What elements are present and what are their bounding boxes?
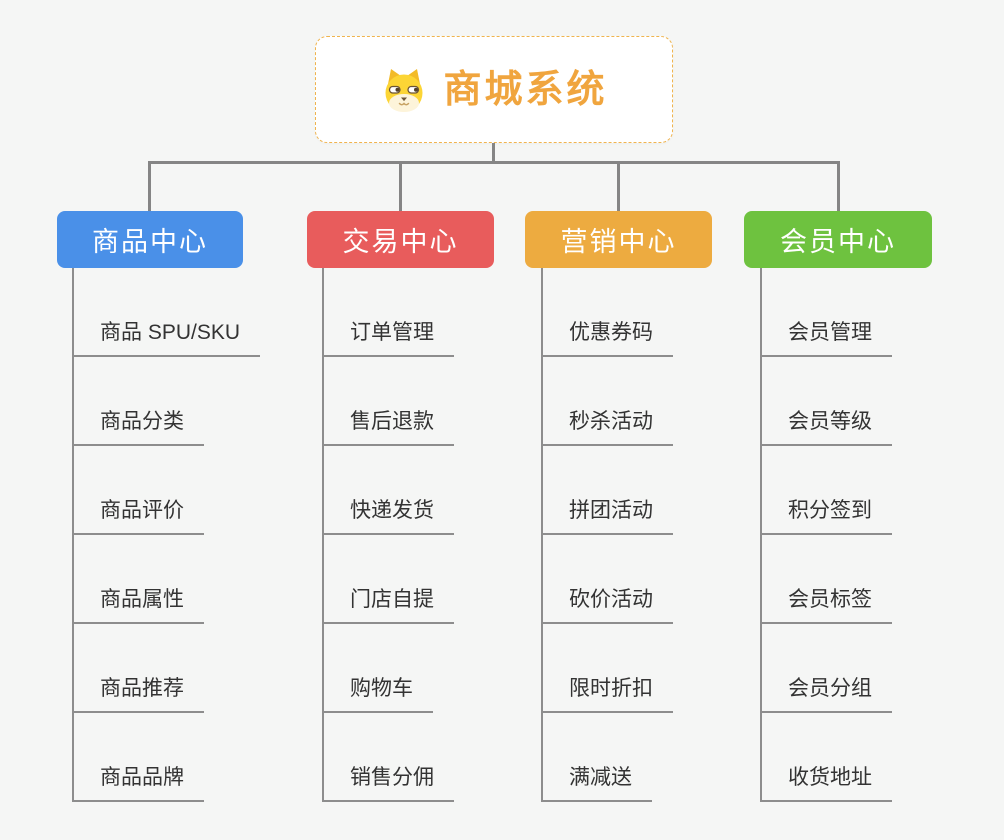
leaf-row: 优惠券码: [541, 268, 673, 357]
leaf-node[interactable]: 优惠券码: [541, 319, 673, 357]
leaf-node[interactable]: 商品属性: [72, 586, 204, 624]
leaf-row: 门店自提: [322, 535, 454, 624]
leaf-row: 收货地址: [760, 713, 892, 802]
leaf-row: 商品评价: [72, 446, 260, 535]
leaf-node[interactable]: 砍价活动: [541, 586, 673, 624]
leaf-column-trade: 订单管理 售后退款 快递发货 门店自提 购物车 销售分佣: [322, 268, 454, 802]
connector-branch-stub: [399, 161, 402, 211]
leaf-row: 砍价活动: [541, 535, 673, 624]
leaf-row: 快递发货: [322, 446, 454, 535]
branch-label: 会员中心: [780, 227, 896, 257]
leaf-row: 会员管理: [760, 268, 892, 357]
leaf-node[interactable]: 会员管理: [760, 319, 892, 357]
branch-label: 营销中心: [560, 227, 677, 257]
root-title: 商城系统: [443, 68, 608, 111]
leaf-node[interactable]: 会员等级: [760, 408, 892, 446]
leaf-node[interactable]: 会员标签: [760, 586, 892, 624]
leaf-row: 会员等级: [760, 357, 892, 446]
leaf-row: 订单管理: [322, 268, 454, 357]
branch-node-trade-center[interactable]: 交易中心: [307, 211, 494, 268]
connector-branch-stub: [837, 161, 840, 211]
branch-label: 商品中心: [92, 227, 208, 257]
leaf-row: 限时折扣: [541, 624, 673, 713]
leaf-node[interactable]: 商品品牌: [72, 764, 204, 802]
leaf-node[interactable]: 收货地址: [760, 764, 892, 802]
leaf-row: 会员标签: [760, 535, 892, 624]
leaf-node[interactable]: 销售分佣: [322, 764, 454, 802]
leaf-node[interactable]: 满减送: [541, 764, 652, 802]
branch-node-product-center[interactable]: 商品中心: [57, 211, 243, 268]
leaf-column-marketing: 优惠券码 秒杀活动 拼团活动 砍价活动 限时折扣 满减送: [541, 268, 673, 802]
leaf-node[interactable]: 积分签到: [760, 497, 892, 535]
leaf-column-member: 会员管理 会员等级 积分签到 会员标签 会员分组 收货地址: [760, 268, 892, 802]
leaf-node[interactable]: 售后退款: [322, 408, 454, 446]
leaf-row: 商品 SPU/SKU: [72, 268, 261, 357]
leaf-node[interactable]: 秒杀活动: [541, 408, 673, 446]
dog-logo-icon: [385, 68, 423, 112]
leaf-node[interactable]: 快递发货: [322, 497, 454, 535]
connector-leaf-vline: [760, 268, 762, 802]
leaf-node[interactable]: 商品分类: [72, 408, 204, 446]
leaf-node[interactable]: 订单管理: [322, 319, 454, 357]
leaf-row: 商品属性: [72, 535, 260, 624]
leaf-row: 商品分类: [72, 357, 260, 446]
leaf-node[interactable]: 商品 SPU/SKU: [72, 319, 261, 357]
leaf-row: 购物车: [322, 624, 454, 713]
connector-horizontal-bar: [149, 161, 839, 164]
leaf-row: 积分签到: [760, 446, 892, 535]
connector-branch-stub: [617, 161, 620, 211]
branch-label: 交易中心: [342, 227, 459, 257]
connector-leaf-vline: [72, 268, 74, 802]
leaf-row: 拼团活动: [541, 446, 673, 535]
branch-node-member-center[interactable]: 会员中心: [744, 211, 932, 268]
leaf-row: 售后退款: [322, 357, 454, 446]
leaf-node[interactable]: 购物车: [322, 675, 433, 713]
connector-branch-stub: [148, 161, 151, 211]
leaf-column-product: 商品 SPU/SKU 商品分类 商品评价 商品属性 商品推荐 商品品牌: [72, 268, 261, 802]
leaf-row: 满减送: [541, 713, 673, 802]
leaf-row: 会员分组: [760, 624, 892, 713]
leaf-node[interactable]: 限时折扣: [541, 675, 673, 713]
connector-root-stub: [492, 143, 495, 163]
leaf-node[interactable]: 门店自提: [322, 586, 454, 624]
root-node-mall-system[interactable]: 商城系统: [315, 36, 673, 143]
leaf-node[interactable]: 商品推荐: [72, 675, 204, 713]
leaf-row: 商品品牌: [72, 713, 260, 802]
leaf-node[interactable]: 商品评价: [72, 497, 204, 535]
leaf-row: 销售分佣: [322, 713, 454, 802]
leaf-node[interactable]: 会员分组: [760, 675, 892, 713]
branch-node-marketing-center[interactable]: 营销中心: [525, 211, 712, 268]
leaf-row: 秒杀活动: [541, 357, 673, 446]
connector-leaf-vline: [322, 268, 324, 802]
connector-leaf-vline: [541, 268, 543, 802]
leaf-row: 商品推荐: [72, 624, 260, 713]
leaf-node[interactable]: 拼团活动: [541, 497, 673, 535]
